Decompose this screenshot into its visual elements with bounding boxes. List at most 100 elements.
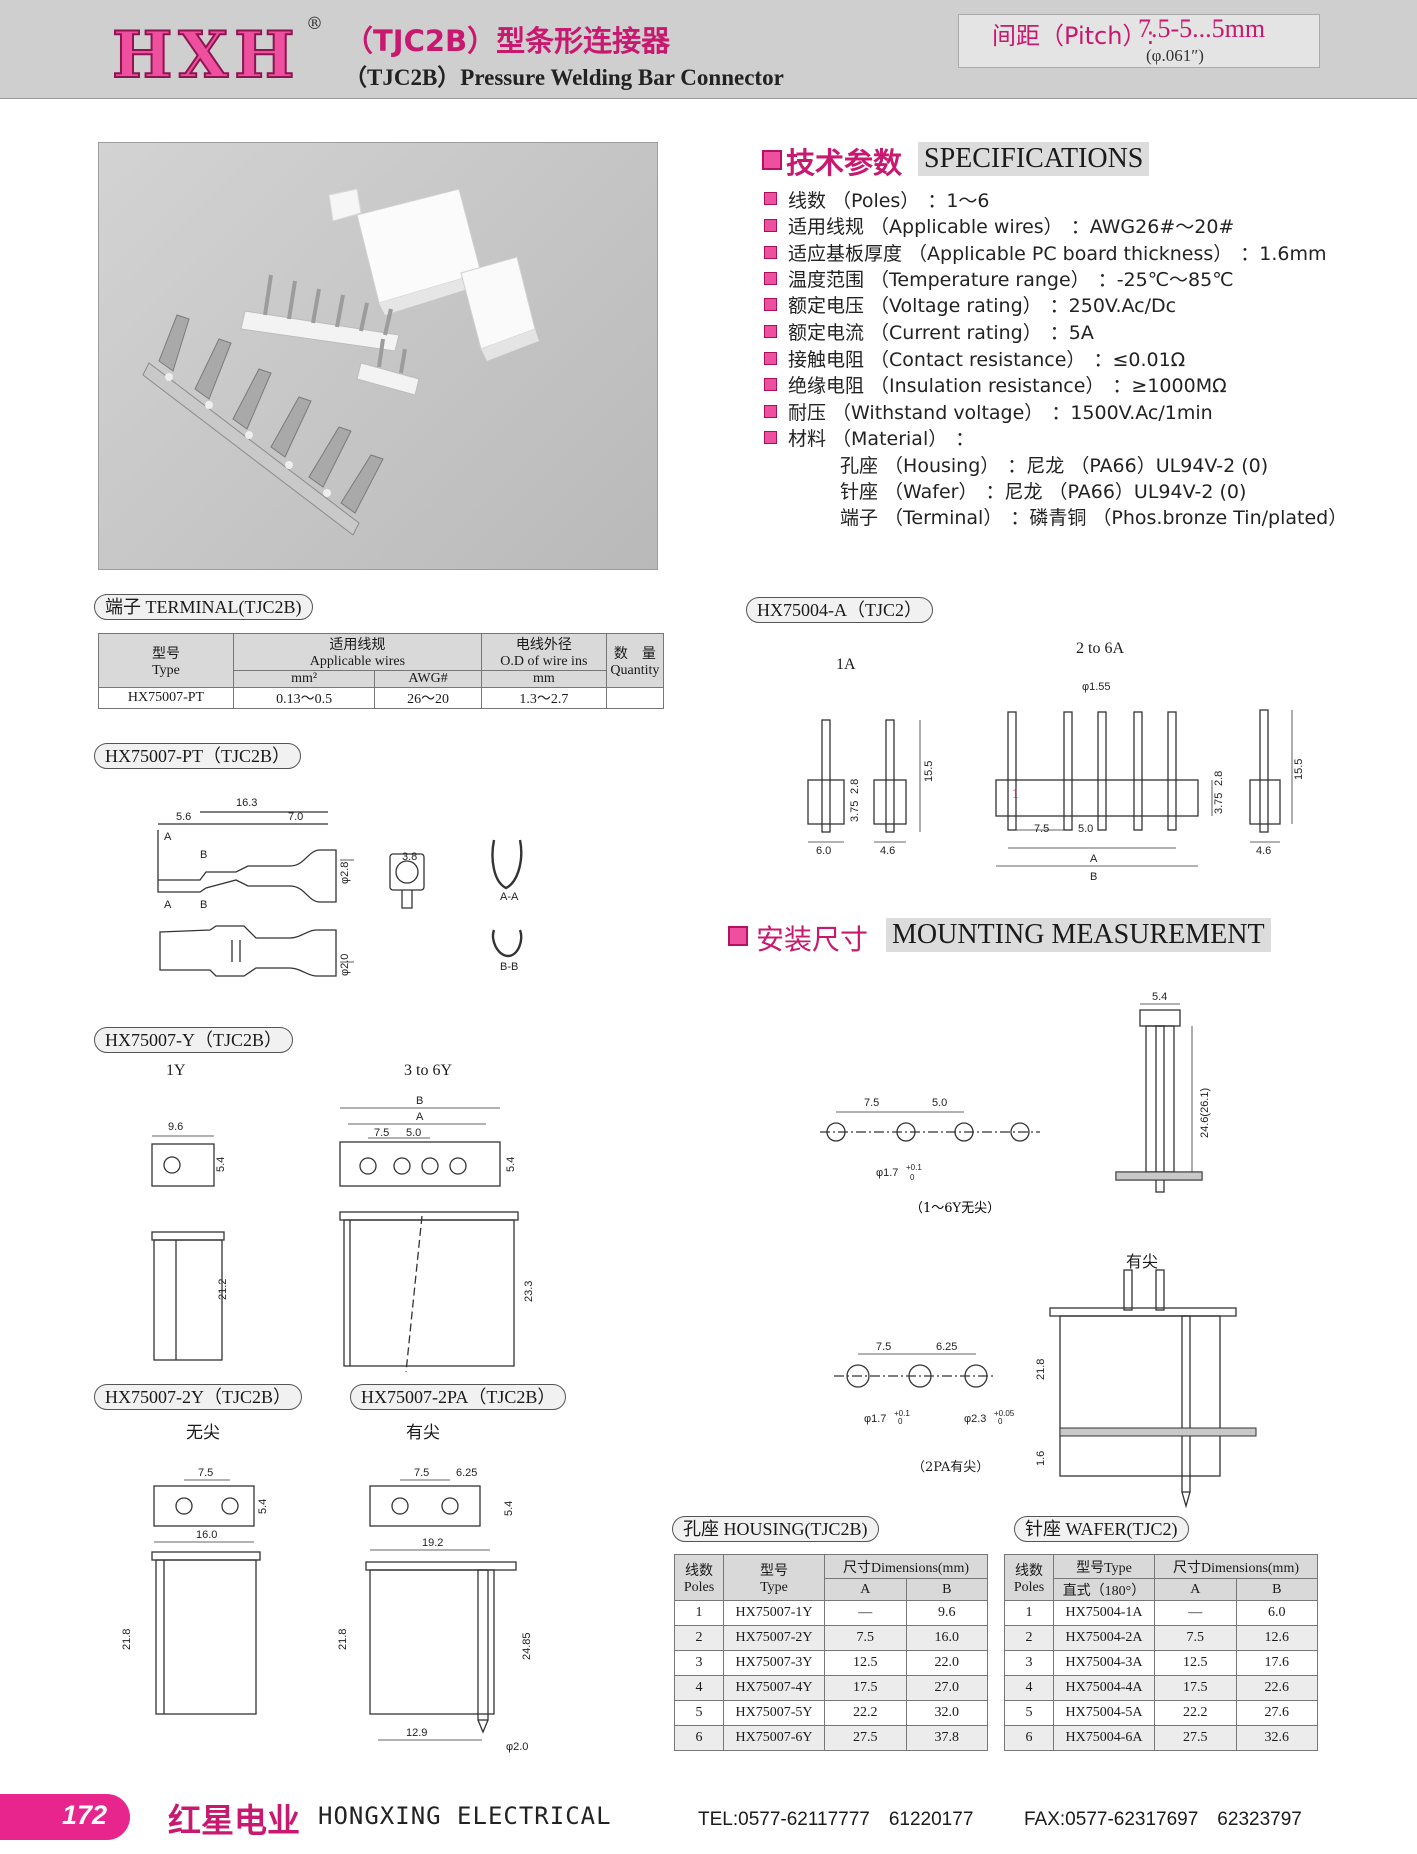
pt-mark-a: A <box>164 831 172 843</box>
mount-dim-diameter2: φ2.3 <box>964 1413 986 1425</box>
y-tag: HX75007-Y（TJC2B） <box>94 1027 294 1053</box>
spec-value: ：≤0.01Ω <box>1093 349 1186 371</box>
spec-row-voltage: 额定电压 （Voltage rating）：250V.Ac/Dc <box>788 291 1176 318</box>
mount-dim-q1: 7.5 <box>876 1341 891 1353</box>
cell-b: 22.0 <box>905 1650 988 1676</box>
spec-heading-en: SPECIFICATIONS <box>918 142 1150 176</box>
spec-row-contact: 接触电阻 （Contact resistance）：≤0.01Ω <box>788 345 1185 372</box>
mount-dim-h2: 21.8 <box>1035 1359 1047 1380</box>
page-title-en: （TJC2B）Pressure Welding Bar Connector <box>344 65 784 90</box>
cell-a: 22.2 <box>1154 1700 1237 1726</box>
spec-bullet-icon <box>764 352 777 365</box>
cell-a: — <box>1154 1600 1237 1626</box>
mount-dim-tol: +0.1 <box>906 1163 922 1172</box>
2pa-dim-base: 12.9 <box>406 1727 427 1739</box>
cell-type: HX75004-5A <box>1053 1700 1155 1726</box>
spec-value: ：250V.Ac/Dc <box>1049 295 1177 317</box>
table-row: HX75007-PT 0.13～0.5 26～20 1.3～2.7 <box>98 687 665 709</box>
th-b: B <box>905 1578 988 1601</box>
wafer-dim-p2: 5.0 <box>1078 823 1093 835</box>
spec-bullet-icon <box>764 431 777 444</box>
2pa-dim-p1: 7.5 <box>414 1467 429 1479</box>
th-type-en: Type <box>152 662 180 678</box>
pt-section-bb: B-B <box>500 961 518 973</box>
cell-b: 37.8 <box>905 1725 988 1751</box>
spec-heading-cn: 技术参数 <box>786 146 903 180</box>
wafer-dim-diameter: φ1.55 <box>1082 681 1111 693</box>
spec-row-wires: 适用线规 （Applicable wires）：AWG26#～20# <box>788 212 1234 239</box>
y-dim-height2: 5.4 <box>505 1157 517 1172</box>
wafer-label-1a: 1A <box>836 656 856 673</box>
pt-tag: HX75007-PT（TJC2B） <box>94 743 302 769</box>
spec-label: 线数 （Poles） <box>788 190 920 212</box>
cell-mm2: 0.13～0.5 <box>232 687 376 709</box>
cell-type: HX75007-1Y <box>723 1600 825 1626</box>
spec-value: ：1.6mm <box>1240 243 1327 265</box>
y-label-1y: 1Y <box>166 1062 186 1079</box>
th-dimensions: 尺寸Dimensions(mm) <box>824 1554 988 1579</box>
th-a: A <box>824 1578 907 1601</box>
pt-dim-d1: φ2.8 <box>339 862 351 884</box>
y-drawing: 9.6 5.4 21.2 B A 7.5 5.0 5.4 23.3 <box>151 1095 535 1373</box>
y-dim-b: B <box>416 1095 423 1107</box>
spec-value: ： <box>955 428 975 450</box>
spec-row-temperature: 温度范围 （Temperature range）：-25℃～85℃ <box>788 265 1234 292</box>
y-dim-width: 9.6 <box>168 1121 183 1133</box>
th-type-cn: 型号 <box>152 646 180 662</box>
spec-row-housing: 孔座 （Housing）：尼龙 （PA66）UL94V-2 (0) <box>840 451 1268 478</box>
wafer-dim-h3b: 15.5 <box>1293 759 1305 780</box>
2y-dim-hh: 21.8 <box>121 1629 133 1650</box>
mount-label-pointed: 有尖 <box>1126 1254 1159 1271</box>
pt-dim-d2: φ2.0 <box>339 954 351 976</box>
th-od-en: O.D of wire ins <box>500 654 588 669</box>
y-dim-h2: 23.3 <box>523 1281 535 1302</box>
cell-type: HX75007-PT <box>98 687 234 709</box>
spec-value: ：5A <box>1049 322 1094 344</box>
2y-dim-pitch: 7.5 <box>198 1467 213 1479</box>
cell-b: 16.0 <box>905 1625 988 1651</box>
cell-type: HX75004-4A <box>1053 1675 1155 1701</box>
cell-poles: 6 <box>1004 1725 1054 1751</box>
mount-note-1: （1～6Y无尖） <box>910 1201 1000 1216</box>
cell-poles: 3 <box>674 1650 724 1676</box>
mounting-dim-labels: 21.8 1.6 <box>1035 1359 1047 1466</box>
mount-dim-p2: 5.0 <box>932 1097 947 1109</box>
terminal-tag: 端子 TERMINAL(TJC2B) <box>94 594 313 620</box>
mount-dim-tol0-b: 0 <box>898 1417 903 1426</box>
spec-row-withstand: 耐压 （Withstand voltage）：1500V.Ac/1min <box>788 398 1213 425</box>
cell-type: HX75004-2A <box>1053 1625 1155 1651</box>
cell-poles: 2 <box>674 1625 724 1651</box>
th-b: B <box>1235 1578 1318 1601</box>
2pa-dim-hh: 21.8 <box>337 1629 349 1650</box>
spec-value: ：1～6 <box>927 190 990 212</box>
pitch-label: 间距（Pitch）: <box>992 22 1155 50</box>
pt-dim-b: 7.0 <box>288 811 303 823</box>
cell-b: 17.6 <box>1235 1650 1318 1676</box>
spec-label: 额定电流 （Current rating） <box>788 322 1042 344</box>
spec-value: ：尼龙 （PA66）UL94V-2 (0) <box>1007 455 1269 477</box>
pt-dim-a: 5.6 <box>176 811 191 823</box>
th-poles-cn: 线数 <box>685 1563 713 1579</box>
cell-type: HX75007-4Y <box>723 1675 825 1701</box>
mount-note-2: （2PA有尖） <box>912 1460 990 1475</box>
pt-dim-width: 3.8 <box>402 851 417 863</box>
cell-od: 1.3～2.7 <box>480 687 607 709</box>
spec-row-current: 额定电流 （Current rating） ：5A <box>788 318 1094 345</box>
th-type-cn: 型号 <box>760 1563 788 1579</box>
wafer-dim-h1b: 3.75 <box>1213 793 1225 814</box>
cell-poles: 3 <box>1004 1650 1054 1676</box>
mount-dim-q2: 6.25 <box>936 1341 957 1353</box>
page-number-badge <box>0 1794 130 1840</box>
cell-a: 12.5 <box>1154 1650 1237 1676</box>
cell-b: 9.6 <box>905 1600 988 1626</box>
pt-dim-length: 16.3 <box>236 797 257 809</box>
wafer-dim-h3: 15.5 <box>923 761 935 782</box>
cell-type: HX75007-5Y <box>723 1700 825 1726</box>
